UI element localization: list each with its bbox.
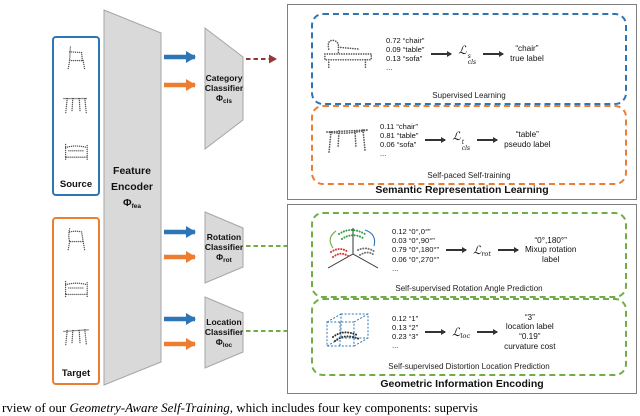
target-label: Target — [61, 367, 91, 379]
location-voxel-illustration-icon — [321, 309, 385, 355]
right-arrow-icon — [483, 49, 505, 58]
figure-caption-method-name: Geometry-Aware Self-Training — [69, 400, 230, 415]
feature-encoder-shape — [103, 9, 162, 386]
rotation-classifier-label: Rotation Classifier Φrot — [204, 232, 244, 264]
source-panel: Source — [52, 36, 100, 196]
rotation-probs: 0.12 “0°,0°” 0.03 “0°,90°” 0.79 “0°,180°… — [392, 226, 440, 273]
rotation-axes-illustration-icon — [321, 222, 385, 278]
semantic-panel-title: Semantic Representation Learning — [375, 184, 549, 196]
location-classifier-shape — [204, 296, 244, 369]
location-result: “3” location label “0.19” curvature cost — [504, 312, 556, 351]
location-probs: 0.12 “1” 0.13 “2” 0.23 “3” ... — [392, 313, 419, 351]
self-paced-probs: 0.11 “chair” 0.81 “table” 0.06 “sofa” ..… — [380, 121, 419, 159]
category-classifier-shape — [204, 26, 244, 151]
source-table-pointcloud-icon — [63, 97, 89, 115]
self-paced-table-pointcloud-icon — [321, 120, 373, 160]
rotation-content-row: 0.12 “0°,0°” 0.03 “0°,90°” 0.79 “0°,180°… — [313, 214, 625, 284]
self-paced-caption: Self-paced Self-training — [427, 171, 511, 180]
supervised-result: “chair” true label — [510, 44, 544, 63]
right-arrow-icon — [477, 135, 499, 144]
semantic-representation-panel: 0.72 “chair” 0.09 “table” 0.13 “sofa” ..… — [287, 4, 637, 200]
location-prediction-box: 0.12 “1” 0.13 “2” 0.23 “3” ... ℒloc “3” … — [311, 298, 627, 376]
target-table-pointcloud-icon — [63, 328, 89, 347]
right-arrow-icon — [431, 49, 453, 58]
rotation-result: “0°,180°” Mixup rotation label — [524, 235, 577, 264]
rotation-loss-symbol: ℒrot — [473, 242, 491, 258]
rotation-caption: Self-supervised Rotation Angle Predictio… — [395, 284, 543, 293]
supervised-chaise-pointcloud-icon — [321, 32, 379, 76]
target-sofa-pointcloud-icon — [64, 281, 88, 299]
right-arrow-icon — [425, 135, 447, 144]
location-caption: Self-supervised Distortion Location Pred… — [388, 362, 550, 371]
rotation-prediction-box: 0.12 “0°,0°” 0.03 “0°,90°” 0.79 “0°,180°… — [311, 212, 627, 298]
right-arrow-icon — [446, 245, 468, 254]
figure-caption: rview of our Geometry-Aware Self-Trainin… — [2, 400, 478, 415]
target-chair-pointcloud-icon — [67, 228, 86, 252]
self-paced-content-row: 0.11 “chair” 0.81 “table” 0.06 “sofa” ..… — [313, 107, 625, 171]
supervised-probs: 0.72 “chair” 0.09 “table” 0.13 “sofa” ..… — [386, 35, 425, 73]
rotation-classifier-shape — [204, 211, 244, 284]
right-arrow-icon — [425, 327, 447, 336]
category-classifier-label: Category Classifier Φcls — [204, 73, 244, 105]
supervised-content-row: 0.72 “chair” 0.09 “table” 0.13 “sofa” ..… — [313, 15, 625, 91]
geometric-panel-title: Geometric Information Encoding — [380, 378, 544, 390]
self-paced-self-training-box: 0.11 “chair” 0.81 “table” 0.06 “sofa” ..… — [311, 105, 627, 185]
supervised-learning-box: 0.72 “chair” 0.09 “table” 0.13 “sofa” ..… — [311, 13, 627, 105]
source-label: Source — [59, 178, 93, 190]
right-arrow-icon — [497, 245, 519, 254]
feature-encoder-label: Feature Encoder Φfea — [110, 165, 153, 210]
source-sofa-pointcloud-icon — [64, 144, 88, 162]
self-paced-result: “table” pseudo label — [504, 130, 551, 149]
geometric-information-panel: 0.12 “0°,0°” 0.03 “0°,90°” 0.79 “0°,180°… — [287, 204, 637, 394]
location-classifier-label: Location Classifier Φloc — [204, 317, 244, 349]
right-arrow-icon — [477, 327, 499, 336]
location-content-row: 0.12 “1” 0.13 “2” 0.23 “3” ... ℒloc “3” … — [313, 300, 625, 362]
supervised-caption: Supervised Learning — [432, 91, 506, 100]
location-loss-symbol: ℒloc — [452, 324, 471, 340]
target-panel: Target — [52, 217, 100, 385]
source-chair-pointcloud-icon — [67, 46, 86, 71]
